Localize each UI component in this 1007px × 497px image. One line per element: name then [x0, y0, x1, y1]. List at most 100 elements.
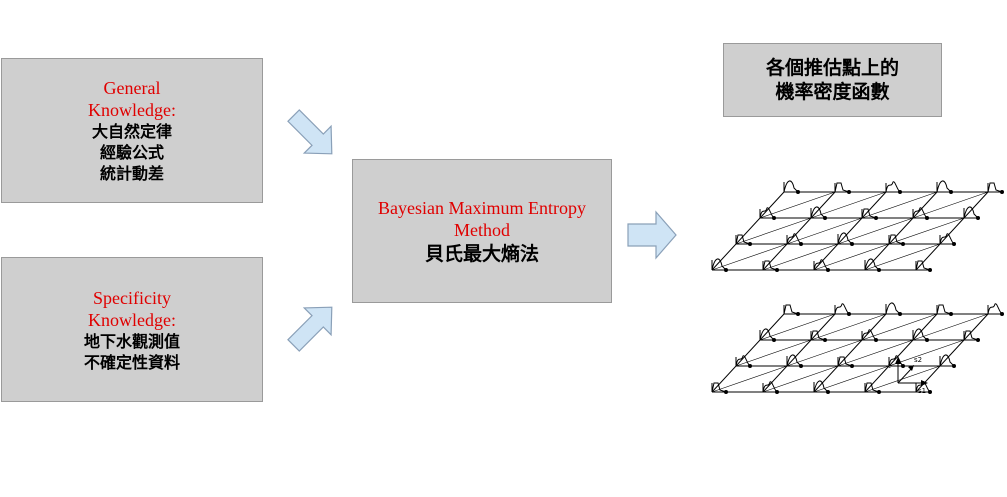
grid-node [901, 242, 905, 246]
arrow-bme-to-grid [627, 210, 677, 260]
grid-diagonal [888, 217, 965, 245]
grid-node [724, 268, 728, 272]
grid-diagonal [711, 365, 788, 393]
bme-subtitle: 貝氏最大熵法 [424, 242, 539, 265]
pdf-result-box: 各個推估點上的 機率密度函數 [723, 43, 942, 117]
grid-line [915, 313, 989, 393]
bme-method-box: Bayesian Maximum Entropy Method 貝氏最大熵法 [352, 159, 612, 303]
grid-diagonal [810, 313, 887, 341]
pdf-curve [783, 304, 799, 315]
grid-node [796, 312, 800, 316]
grid-diagonal [888, 339, 965, 367]
pdf-curve [786, 354, 802, 367]
pdf-curve [861, 329, 877, 341]
pdf-curve [864, 382, 880, 393]
grid-node [874, 338, 878, 342]
pdf-curve [936, 180, 952, 193]
pdf-curve [783, 180, 799, 193]
pdf-curve [786, 233, 802, 245]
grid-diagonal [837, 339, 914, 367]
grid-diagonal [810, 191, 887, 219]
grid-line [864, 191, 938, 271]
grid-node [775, 268, 779, 272]
general-knowledge-title-line1: General [103, 78, 161, 98]
grid-node [772, 338, 776, 342]
grid-line [813, 191, 887, 271]
pdf-curve [888, 355, 904, 367]
pdf-curve [939, 233, 955, 245]
grid-node [799, 242, 803, 246]
grid-diagonal [861, 191, 938, 219]
grid-diagonal [861, 313, 938, 341]
grid-node [898, 312, 902, 316]
pdf-curve [810, 206, 826, 219]
pdf-curve [912, 207, 928, 219]
grid-node [847, 190, 851, 194]
axis-label-s1: s1 [918, 387, 926, 395]
pdf-curve [834, 182, 850, 193]
grid-node [901, 364, 905, 368]
grid-diagonal [786, 339, 863, 367]
pdf-curve [915, 260, 931, 271]
grid-diagonal [912, 191, 989, 219]
grid-node [877, 268, 881, 272]
grid-node [925, 216, 929, 220]
grid-node [928, 390, 932, 394]
specificity-knowledge-title-line2: Knowledge: [88, 309, 176, 330]
pdf-result-line1: 各個推估點上的 [765, 57, 899, 79]
grid-line [915, 191, 989, 271]
grid-diagonal [912, 313, 989, 341]
grid-diagonal [735, 339, 812, 367]
grid-diagonal [762, 243, 839, 271]
grid-diagonal [711, 243, 788, 271]
grid-node [925, 338, 929, 342]
pdf-curve [987, 303, 1003, 315]
pdf-curve [759, 328, 775, 341]
grid-node [949, 312, 953, 316]
grid-line [813, 313, 887, 393]
grid-diagonal [786, 217, 863, 245]
grid-node [874, 216, 878, 220]
pdf-curve [810, 330, 826, 341]
general-knowledge-item: 統計動差 [99, 164, 164, 183]
specificity-knowledge-item: 不確定性資料 [83, 352, 180, 372]
grid-diagonal [864, 365, 941, 393]
grid-node [826, 390, 830, 394]
grid-layer [711, 302, 1004, 394]
pdf-curve [762, 381, 778, 393]
arrow-general-to-bme [287, 109, 333, 155]
specificity-knowledge-item: 地下水觀測值 [83, 331, 180, 351]
axis-label-s2: s2 [914, 356, 922, 364]
grid-node [799, 364, 803, 368]
axis-label-t: t [888, 362, 891, 370]
grid-node [928, 268, 932, 272]
pdf-curve [762, 260, 778, 271]
pdf-result-line2: 機率密度函數 [775, 81, 890, 103]
grid-node [748, 364, 752, 368]
pdf-curve [885, 302, 901, 315]
grid-node [877, 390, 881, 394]
grid-node [823, 216, 827, 220]
pdf-curve [837, 356, 853, 367]
grid-diagonal [759, 313, 836, 341]
grid-diagonal [813, 365, 890, 393]
grid-node [976, 338, 980, 342]
general-knowledge-title-line2: Knowledge: [88, 100, 176, 120]
grid-node [1000, 312, 1004, 316]
pdf-curve [834, 303, 850, 315]
pdf-curve [759, 207, 775, 219]
grid-node [952, 364, 956, 368]
pdf-curve [963, 330, 979, 341]
grid-line [762, 191, 836, 271]
axis-indicator: t s2 s1 [888, 356, 928, 395]
bme-title-line1: Bayesian Maximum Entropy [378, 197, 586, 218]
pdf-curve [963, 206, 979, 219]
grid-diagonal [762, 365, 839, 393]
pdf-curve [711, 258, 727, 271]
grid-node [823, 338, 827, 342]
grid-node [850, 242, 854, 246]
grid-node [826, 268, 830, 272]
